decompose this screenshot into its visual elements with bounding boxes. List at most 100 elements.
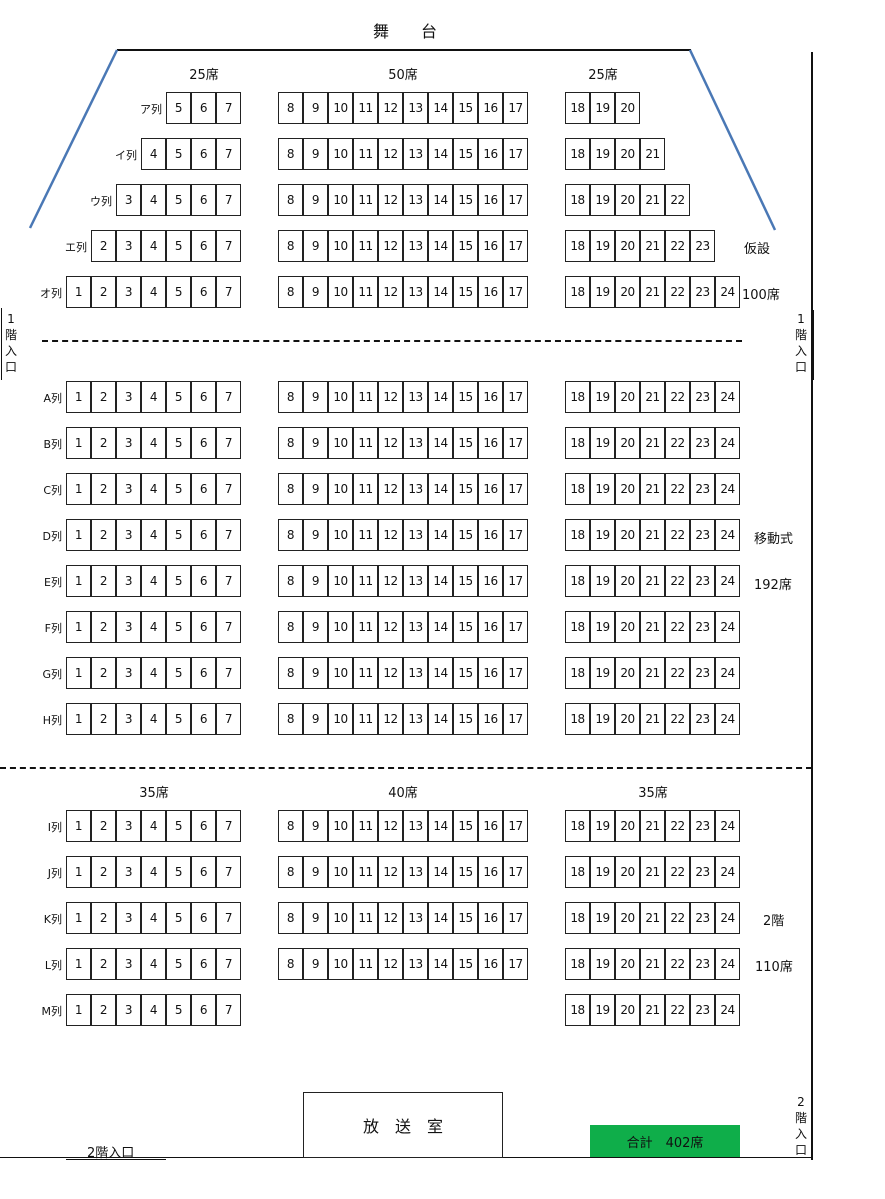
seat: 16 <box>478 184 503 216</box>
seat: 14 <box>428 276 453 308</box>
seat: 18 <box>565 611 590 643</box>
seat: 17 <box>503 276 528 308</box>
seat: 15 <box>453 519 478 551</box>
seat: 24 <box>715 657 740 689</box>
seat: 24 <box>715 473 740 505</box>
seat: 23 <box>690 856 715 888</box>
seat: 10 <box>328 948 353 980</box>
seat: 16 <box>478 810 503 842</box>
seat: 6 <box>191 230 216 262</box>
seat: 10 <box>328 565 353 597</box>
seat: 6 <box>191 657 216 689</box>
seat: 3 <box>116 994 141 1026</box>
seat: 2 <box>91 810 116 842</box>
seat: 24 <box>715 276 740 308</box>
seat: 17 <box>503 381 528 413</box>
seat: 8 <box>278 565 303 597</box>
seat: 6 <box>191 994 216 1026</box>
seat: 9 <box>303 902 328 934</box>
seat: 11 <box>353 902 378 934</box>
seat: 4 <box>141 657 166 689</box>
seat: 11 <box>353 427 378 459</box>
seat: 11 <box>353 92 378 124</box>
seat: 11 <box>353 856 378 888</box>
seat: 14 <box>428 948 453 980</box>
seat: 7 <box>216 473 241 505</box>
seat: 19 <box>590 427 615 459</box>
seat: 21 <box>640 276 665 308</box>
seat: 4 <box>141 856 166 888</box>
seat: 6 <box>191 184 216 216</box>
seat: 18 <box>565 810 590 842</box>
floor1-right-door-line <box>813 310 814 380</box>
seat: 15 <box>453 902 478 934</box>
row-label: エ列 <box>65 241 87 254</box>
seat: 16 <box>478 276 503 308</box>
seat: 4 <box>141 565 166 597</box>
floor2-count: 110席 <box>755 960 793 975</box>
row-label: オ列 <box>40 287 62 300</box>
seat: 4 <box>141 473 166 505</box>
seat: 1 <box>66 703 91 735</box>
seat: 7 <box>216 703 241 735</box>
seat: 7 <box>216 427 241 459</box>
seat: 12 <box>378 230 403 262</box>
seat: 8 <box>278 473 303 505</box>
seat: 21 <box>640 473 665 505</box>
seat: 10 <box>328 856 353 888</box>
seat: 5 <box>166 381 191 413</box>
seat: 2 <box>91 381 116 413</box>
seat: 4 <box>141 948 166 980</box>
seat: 1 <box>66 902 91 934</box>
seat: 8 <box>278 611 303 643</box>
seat: 10 <box>328 902 353 934</box>
seat: 1 <box>66 473 91 505</box>
seat: 19 <box>590 276 615 308</box>
seat: 20 <box>615 138 640 170</box>
seat: 9 <box>303 657 328 689</box>
seat: 8 <box>278 92 303 124</box>
seat: 12 <box>378 381 403 413</box>
seat: 6 <box>191 276 216 308</box>
seat: 7 <box>216 276 241 308</box>
seat: 8 <box>278 230 303 262</box>
seat: 22 <box>665 184 690 216</box>
seat: 20 <box>615 703 640 735</box>
seat: 23 <box>690 657 715 689</box>
broadcast-room-label: 放 送 室 <box>362 1117 443 1136</box>
floor2-bottom-door-line <box>66 1159 166 1160</box>
seat: 3 <box>116 902 141 934</box>
seat: 20 <box>615 657 640 689</box>
seat: 17 <box>503 810 528 842</box>
seat: 21 <box>640 994 665 1026</box>
seat: 22 <box>665 810 690 842</box>
seat: 15 <box>453 856 478 888</box>
seat: 4 <box>141 611 166 643</box>
seat: 5 <box>166 948 191 980</box>
seat: 21 <box>640 856 665 888</box>
seat: 10 <box>328 611 353 643</box>
seat: 5 <box>166 657 191 689</box>
seat: 12 <box>378 184 403 216</box>
seat: 9 <box>303 276 328 308</box>
seat: 12 <box>378 276 403 308</box>
seat: 19 <box>590 381 615 413</box>
seat: 9 <box>303 381 328 413</box>
seat: 22 <box>665 611 690 643</box>
seat: 13 <box>403 138 428 170</box>
seat: 8 <box>278 703 303 735</box>
seat: 22 <box>665 276 690 308</box>
seat: 12 <box>378 902 403 934</box>
seat: 20 <box>615 427 640 459</box>
seat: 11 <box>353 657 378 689</box>
front-center-section-count: 50席 <box>388 68 418 83</box>
seat: 7 <box>216 948 241 980</box>
seat: 13 <box>403 902 428 934</box>
seat: 17 <box>503 519 528 551</box>
seat: 2 <box>91 276 116 308</box>
seat: 13 <box>403 230 428 262</box>
seat: 8 <box>278 519 303 551</box>
seat: 8 <box>278 381 303 413</box>
seat: 5 <box>166 473 191 505</box>
floor1-right-entrance: 1 階 入 口 <box>794 312 807 374</box>
